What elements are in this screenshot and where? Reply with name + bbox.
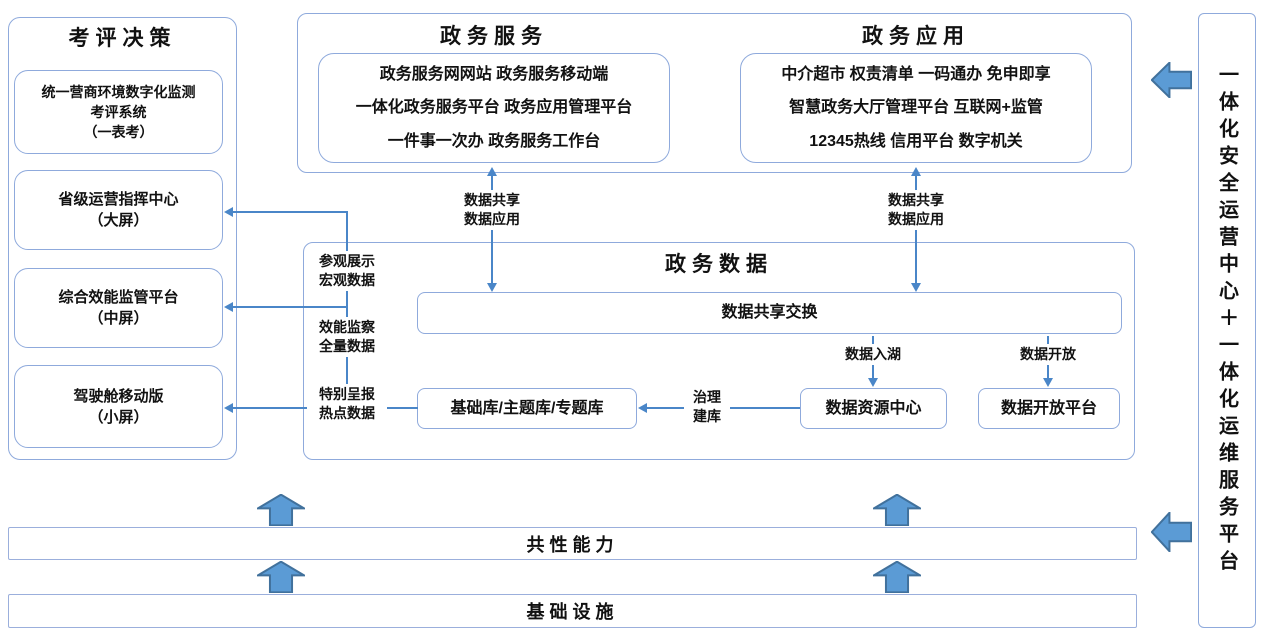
application-items-line2: 智慧政务大厅管理平台 互联网+监管 <box>789 99 1043 116</box>
data-panel-title: 政务数据 <box>665 253 773 276</box>
service-items-line3: 一件事一次办 政务服务工作台 <box>387 132 601 150</box>
evaluation-panel-title: 考评决策 <box>68 27 177 50</box>
up-arrowhead-icon <box>487 167 497 176</box>
data-open-platform-label: 数据开放平台 <box>1000 399 1097 417</box>
efficiency-platform-line2: （中屏） <box>88 310 149 327</box>
down-arrowhead-icon <box>868 378 878 387</box>
data-open-platform-box: 数据开放平台 <box>978 388 1120 429</box>
infrastructure-label: 基础设施 <box>526 602 619 622</box>
down-arrowhead-icon <box>911 283 921 292</box>
monitor-system-line3: （一表考） <box>83 124 154 140</box>
service-section-title: 政务服务 <box>440 25 548 48</box>
left-arrow-icon <box>1151 512 1192 552</box>
down-arrowhead-icon <box>487 283 497 292</box>
provincial-center-line2: （大屏） <box>88 212 149 229</box>
up-arrow-icon <box>257 494 305 526</box>
provincial-center-line1: 省级运营指挥中心 <box>58 191 179 208</box>
special-report-label: 特别呈报 热点数据 <box>307 384 387 424</box>
application-section-title: 政务应用 <box>862 25 970 48</box>
data-exchange-box: 数据共享交换 <box>417 292 1122 334</box>
ops-center-title: 一体化安全运营中心＋一体化运维服务平台 <box>1215 64 1238 577</box>
service-items-box: 政务服务网网站 政务服务移动端 一体化政务服务平台 政务应用管理平台 一件事一次… <box>318 53 670 163</box>
ops-center-panel: 一体化安全运营中心＋一体化运维服务平台 <box>1198 13 1256 628</box>
efficiency-monitor-label: 效能监察 全量数据 <box>307 317 387 357</box>
up-arrow-icon <box>873 494 921 526</box>
left-arrowhead-icon <box>224 302 233 312</box>
left-arrowhead-icon <box>638 403 647 413</box>
up-arrow-icon <box>873 561 921 593</box>
efficiency-platform-line1: 综合效能监管平台 <box>58 289 179 306</box>
application-items-box: 中介超市 权责清单 一码通办 免申即享 智慧政务大厅管理平台 互联网+监管 12… <box>740 53 1092 163</box>
base-db-label: 基础库/主题库/专题库 <box>450 399 604 417</box>
efficiency-platform-box: 综合效能监管平台 （中屏） <box>14 268 223 348</box>
monitor-system-box: 统一营商环境数字化监测 考评系统 （一表考） <box>14 70 223 154</box>
cockpit-mobile-box: 驾驶舱移动版 （小屏） <box>14 365 223 448</box>
visit-display-label: 参观展示 宏观数据 <box>307 251 387 291</box>
cockpit-mobile-line2: （小屏） <box>88 408 149 426</box>
cockpit-mobile-line1: 驾驶舱移动版 <box>73 387 164 405</box>
share-apply-label-right: 数据共享 数据应用 <box>871 190 961 230</box>
up-arrow-icon <box>257 561 305 593</box>
monitor-system-line1: 统一营商环境数字化监测 <box>41 84 196 100</box>
common-capability-label: 共性能力 <box>526 534 619 555</box>
service-items-line1: 政务服务网网站 政务服务移动端 <box>379 65 609 83</box>
common-capability-bar: 共性能力 <box>8 527 1137 560</box>
govern-build-label: 治理 建库 <box>684 387 730 427</box>
application-items-line3: 12345热线 信用平台 数字机关 <box>809 132 1023 150</box>
up-arrowhead-icon <box>911 167 921 176</box>
infrastructure-bar: 基础设施 <box>8 594 1137 628</box>
data-resource-center-label: 数据资源中心 <box>825 399 922 417</box>
provincial-center-box: 省级运营指挥中心 （大屏） <box>14 170 223 250</box>
left-arrowhead-icon <box>224 403 233 413</box>
share-apply-label-left: 数据共享 数据应用 <box>447 190 537 230</box>
data-open-label: 数据开放 <box>1013 344 1083 365</box>
monitor-system-line2: 考评系统 <box>90 104 147 120</box>
base-db-box: 基础库/主题库/专题库 <box>417 388 637 429</box>
left-arrowhead-icon <box>224 207 233 217</box>
left-arrow-icon <box>1151 62 1192 98</box>
application-items-line1: 中介超市 权责清单 一码通办 免申即享 <box>781 65 1051 83</box>
down-arrowhead-icon <box>1043 378 1053 387</box>
data-exchange-label: 数据共享交换 <box>721 304 818 321</box>
service-items-line2: 一体化政务服务平台 政务应用管理平台 <box>355 99 633 116</box>
data-resource-center-box: 数据资源中心 <box>800 388 947 429</box>
data-lake-label: 数据入湖 <box>838 344 908 365</box>
